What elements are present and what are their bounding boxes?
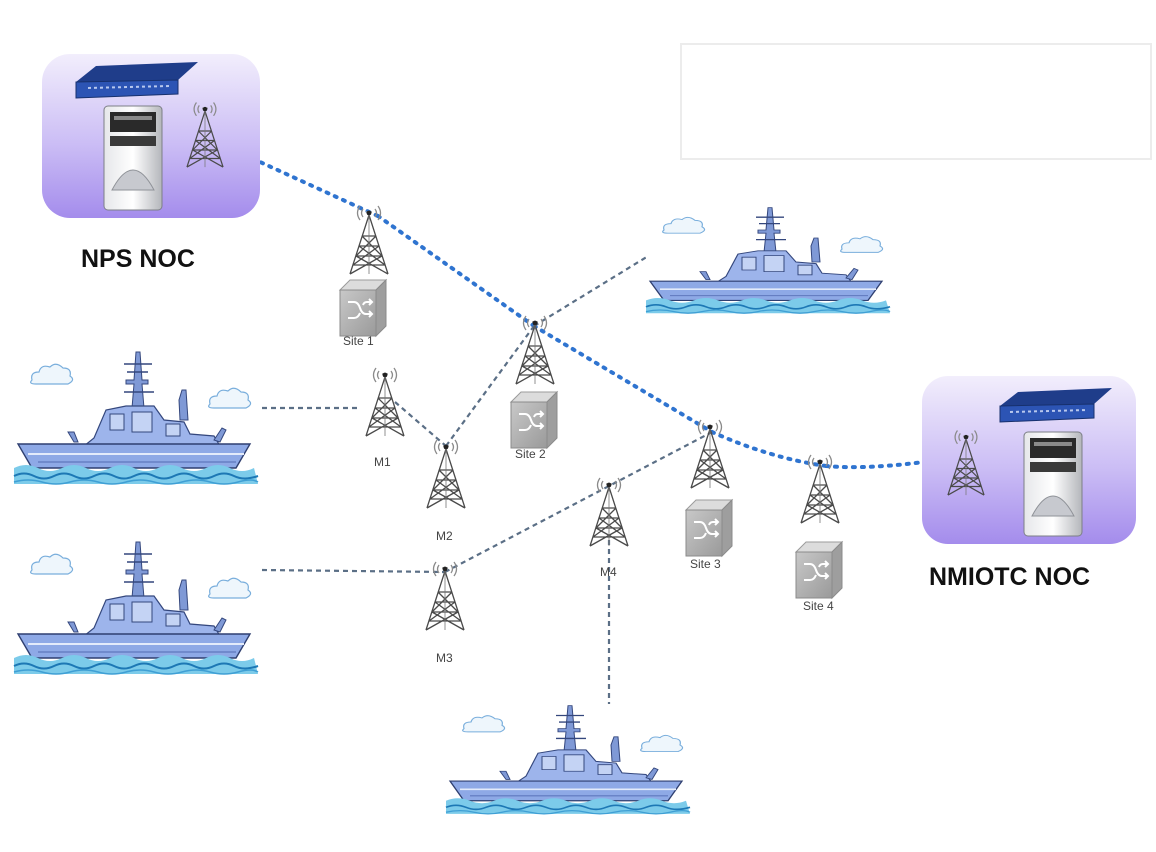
site-2: Site 2 <box>510 315 558 461</box>
mesh-m1: M1 <box>365 367 405 469</box>
warship-icon <box>14 540 258 690</box>
link-m2-site2 <box>445 325 535 447</box>
switch-icon <box>510 391 558 449</box>
link-m3-site3 <box>444 431 713 573</box>
site-3-label: Site 3 <box>690 557 721 571</box>
antenna-tower-icon <box>515 315 555 385</box>
site-1-label: Site 1 <box>343 334 374 348</box>
warship-icon <box>646 206 890 326</box>
router-icon <box>999 388 1112 423</box>
mesh-m3: M3 <box>425 561 465 665</box>
backbone-link-site3-site4 <box>710 430 828 468</box>
site-4: Site 4 <box>795 454 843 613</box>
site-4-label: Site 4 <box>803 599 834 613</box>
antenna-tower-icon <box>690 419 730 489</box>
m3-label: M3 <box>436 651 453 665</box>
router-icon <box>75 62 198 99</box>
nmiotc-noc <box>922 376 1136 544</box>
m2-label: M2 <box>436 529 453 543</box>
backbone-link-site2-site3 <box>532 324 714 434</box>
empty-frame <box>680 43 1152 160</box>
link-site2-ship-ne <box>533 249 659 327</box>
nps-noc <box>42 54 260 218</box>
antenna-tower-icon <box>425 561 465 631</box>
site-3: Site 3 <box>685 419 733 571</box>
antenna-tower-icon <box>365 367 405 437</box>
link-ship-west2-m3 <box>261 568 446 574</box>
switch-icon <box>685 499 733 557</box>
m4-label: M4 <box>600 565 617 579</box>
backbone-link-site4-nmiotc <box>824 458 940 470</box>
mesh-m4: M4 <box>589 477 629 579</box>
warship-icon <box>446 704 690 827</box>
site-1: Site 1 <box>339 205 389 348</box>
switch-icon <box>339 279 387 337</box>
warship-icon <box>14 350 258 500</box>
backbone-link-site1-site2 <box>376 214 536 328</box>
server-tower-icon <box>103 105 163 211</box>
m1-label: M1 <box>374 455 391 469</box>
switch-icon <box>795 541 843 599</box>
antenna-tower-icon <box>426 439 466 509</box>
local-links <box>261 249 713 712</box>
link-m1-m2 <box>394 401 447 447</box>
antenna-tower-icon <box>589 477 629 547</box>
server-tower-icon <box>1023 431 1083 537</box>
mesh-m2: M2 <box>426 439 466 543</box>
nps-noc-label: NPS NOC <box>81 245 195 273</box>
nmiotc-noc-label: NMIOTC NOC <box>929 563 1090 591</box>
site-2-label: Site 2 <box>515 447 546 461</box>
antenna-tower-icon <box>349 205 389 275</box>
